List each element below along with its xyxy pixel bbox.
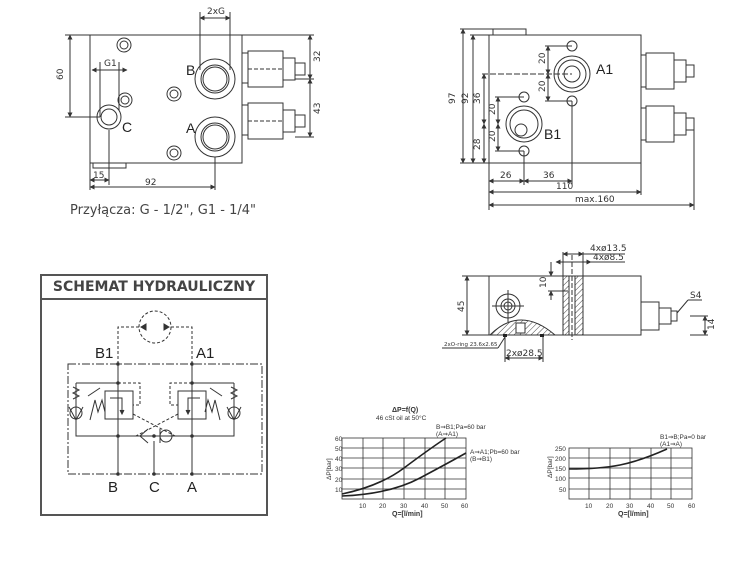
- chart1-legend-2b: (B⇒B1): [470, 456, 492, 463]
- dim-S4: S4: [690, 291, 702, 301]
- svg-text:10: 10: [359, 503, 367, 510]
- svg-text:50: 50: [335, 446, 343, 453]
- chart2-ylabel: ΔP[bar]: [547, 456, 554, 478]
- svg-text:30: 30: [400, 503, 408, 510]
- chart1-series-2: [341, 452, 467, 497]
- svg-text:20: 20: [606, 503, 614, 510]
- schema-A1-label: A1: [196, 345, 214, 362]
- dim-20-c: 20: [488, 103, 498, 115]
- svg-text:200: 200: [555, 456, 566, 463]
- chart2-xlabel: Q=[l/min]: [618, 511, 649, 518]
- schema-C-label: C: [149, 479, 160, 496]
- chart1-legend-2a: A⇒A1;Pb=60 bar: [470, 449, 521, 456]
- chart2-legend-1a: B1⇒B;Pa=0 bar: [660, 434, 707, 441]
- dim-20-a: 20: [538, 52, 548, 64]
- dim-28: 28: [473, 138, 483, 150]
- dim-92: 92: [145, 178, 156, 188]
- schema-title: SCHEMAT HYDRAULICZNY: [42, 276, 266, 300]
- svg-text:30: 30: [335, 466, 343, 473]
- dim-92-right: 92: [461, 93, 471, 104]
- front-view: [65, 12, 314, 190]
- svg-text:60: 60: [461, 503, 469, 510]
- chart1-xlabel: Q=[l/min]: [392, 511, 423, 518]
- svg-text:10: 10: [585, 503, 593, 510]
- dim-max160: max.160: [575, 195, 615, 205]
- dim-oring: 2xO-ring 23.6x2.65: [444, 342, 498, 348]
- chart1-title: ΔP=f(Q): [392, 407, 418, 414]
- svg-text:50: 50: [559, 487, 567, 494]
- dim-26: 26: [500, 171, 512, 181]
- port-A-label: A: [186, 120, 196, 136]
- dim-10: 10: [539, 276, 549, 288]
- schema-B1-label: B1: [95, 345, 113, 362]
- chart-pressure-drop-1: 60 50 40 30 20 10 10 20 30 40 50 60: [335, 436, 469, 510]
- dim-45: 45: [457, 301, 467, 312]
- svg-text:30: 30: [626, 503, 634, 510]
- dim-14: 14: [707, 318, 717, 330]
- dim-43: 43: [313, 103, 323, 114]
- dim-20-b: 20: [538, 80, 548, 92]
- dim-36-bottom: 36: [543, 171, 555, 181]
- svg-text:250: 250: [555, 446, 566, 453]
- chart2-legend-1b: (A1⇒A): [660, 441, 682, 448]
- svg-text:20: 20: [335, 477, 343, 484]
- dim-36: 36: [473, 92, 483, 104]
- chart1-subtitle: 46 cSt oil at 50°C: [376, 414, 427, 422]
- port-B1-label: B1: [544, 126, 561, 142]
- svg-text:40: 40: [647, 503, 655, 510]
- chart2-grid: [568, 447, 693, 500]
- dim-110: 110: [556, 182, 573, 192]
- svg-text:60: 60: [688, 503, 696, 510]
- dim-32: 32: [313, 51, 323, 62]
- chart1-ylabel: ΔP[bar]: [326, 458, 333, 480]
- chart1-series-1: [341, 437, 447, 495]
- dim-4x8-5: 4xø8.5: [593, 253, 624, 263]
- port-A1-label: A1: [596, 61, 613, 77]
- dim-60: 60: [56, 68, 66, 80]
- dim-G1: G1: [104, 59, 117, 69]
- svg-text:10: 10: [335, 487, 343, 494]
- dim-2xG: 2xG: [207, 7, 225, 17]
- svg-text:150: 150: [555, 466, 566, 473]
- dim-4x13-5: 4xø13.5: [590, 244, 627, 254]
- side-view: [442, 251, 708, 362]
- svg-text:60: 60: [335, 436, 343, 443]
- block-body: [89, 34, 243, 164]
- schema-B-label: B: [108, 479, 118, 496]
- connections-caption: Przyłącza: G - 1/2", G1 - 1/4": [70, 203, 256, 218]
- svg-text:20: 20: [379, 503, 387, 510]
- port-B-label: B: [186, 62, 195, 78]
- svg-text:40: 40: [335, 456, 343, 463]
- port-C-label: C: [122, 119, 132, 135]
- dim-2x28-5: 2xø28.5: [506, 349, 543, 359]
- schema-A-label: A: [187, 479, 197, 496]
- svg-text:50: 50: [441, 503, 449, 510]
- chart1-legend-1b: (A⇒A1): [436, 431, 458, 438]
- dim-20-d: 20: [488, 130, 498, 142]
- hydraulic-schema-drawing: [67, 310, 263, 475]
- dim-97: 97: [448, 93, 458, 104]
- chart-pressure-drop-2: 250 200 150 100 50 10 20 30 40 50 60: [555, 446, 696, 510]
- svg-text:100: 100: [555, 476, 566, 483]
- chart1-legend-1a: B⇒B1;Pa=60 bar: [436, 424, 487, 431]
- svg-text:50: 50: [667, 503, 675, 510]
- chart2-series-1: [568, 448, 668, 470]
- hydraulic-schema-box: SCHEMAT HYDRAULICZNY: [40, 274, 268, 516]
- top-view: [460, 28, 695, 210]
- dim-15: 15: [93, 171, 104, 181]
- junction-dots: [116, 362, 194, 476]
- svg-text:40: 40: [421, 503, 429, 510]
